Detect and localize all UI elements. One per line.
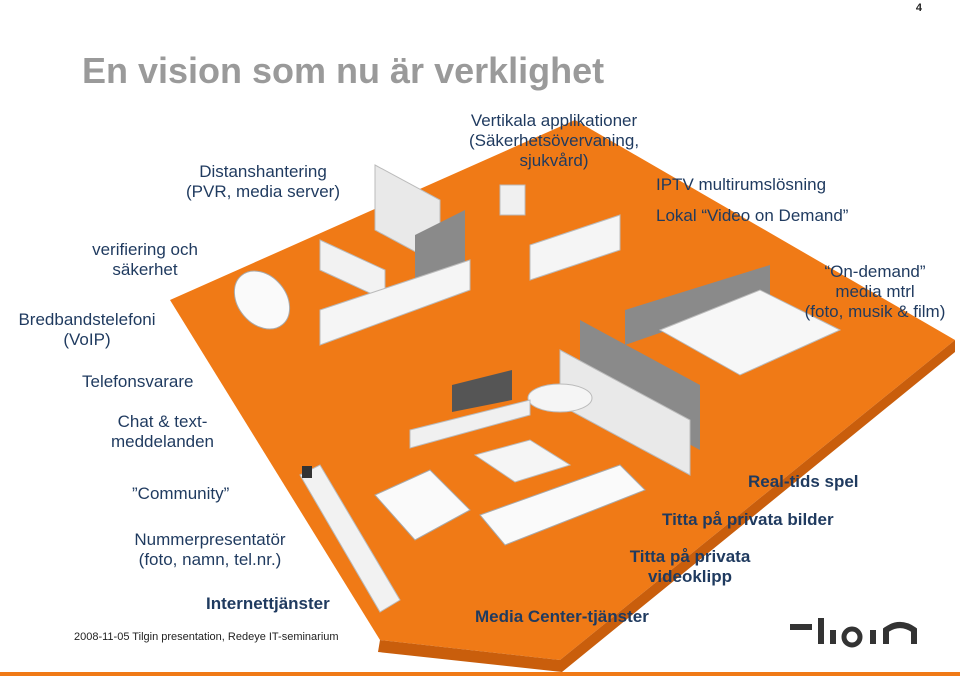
label-internettjanster: Internettjänster bbox=[206, 594, 330, 613]
label-vertikala: Vertikala applikationer (Säkerhetsöverva… bbox=[452, 111, 656, 171]
label-iptv: IPTV multirumslösning bbox=[656, 175, 827, 194]
label-videoklipp: Titta på privata videoklipp bbox=[610, 547, 770, 587]
label-lokal-video: Lokal “Video on Demand” bbox=[656, 206, 849, 225]
hallway-wall bbox=[299, 464, 401, 613]
label-realtids-spel: Real-tids spel bbox=[748, 472, 859, 491]
nummer-text: Nummerpresentatör bbox=[134, 530, 286, 549]
label-community: ”Community” bbox=[132, 484, 230, 503]
chat-sub-text: meddelanden bbox=[110, 432, 215, 451]
ondemand-sub-text: media mtrl bbox=[835, 282, 915, 301]
slide-title: En vision som nu är verklighet bbox=[82, 50, 605, 91]
label-verifiering: verifiering och säkerhet bbox=[70, 240, 220, 280]
bredband-text: Bredbandstelefoni bbox=[18, 310, 156, 329]
armchair bbox=[374, 469, 471, 541]
coffee-table bbox=[473, 439, 572, 483]
footer-text: 2008-11-05 Tilgin presentation, Redeye I… bbox=[74, 631, 339, 643]
label-ondemand: “On-demand” media mtrl (foto, musik & fi… bbox=[790, 262, 960, 322]
bed-headboard bbox=[625, 265, 770, 345]
vertikala-text: Vertikala applikationer bbox=[470, 111, 638, 130]
dining-table bbox=[233, 270, 291, 330]
chat-text: Chat & text- bbox=[117, 412, 208, 431]
verifiering-text: verifiering och bbox=[92, 240, 198, 259]
label-distanshantering: Distanshantering (PVR, media server) bbox=[178, 162, 348, 202]
label-chat: Chat & text- meddelanden bbox=[90, 412, 235, 452]
nummer-sub-text: (foto, namn, tel.nr.) bbox=[138, 550, 282, 569]
sofa bbox=[479, 464, 646, 546]
bed bbox=[658, 289, 842, 376]
desk bbox=[529, 214, 621, 281]
vertikala-sub2-text: sjukvård) bbox=[519, 151, 589, 170]
label-bredbandstelefoni: Bredbandstelefoni (VoIP) bbox=[2, 310, 172, 350]
television bbox=[452, 370, 512, 412]
cabinet bbox=[499, 184, 526, 216]
distanshantering-sub-text: (PVR, media server) bbox=[186, 182, 340, 201]
videoklipp-text: Titta på privata bbox=[629, 547, 751, 566]
videoklipp-sub-text: videoklipp bbox=[647, 567, 733, 586]
ondemand-text: “On-demand” bbox=[824, 262, 926, 281]
page-number: 4 bbox=[915, 2, 922, 14]
label-telefonsvarare: Telefonsvarare bbox=[82, 372, 194, 391]
bottom-rule bbox=[0, 672, 960, 676]
tv-bench bbox=[409, 399, 531, 449]
distanshantering-text: Distanshantering bbox=[199, 162, 327, 181]
vertikala-sub1-text: (Säkerhetsövervaning, bbox=[468, 131, 640, 150]
ondemand-sub2-text: (foto, musik & film) bbox=[804, 302, 946, 321]
label-privata-bilder: Titta på privata bilder bbox=[662, 510, 834, 529]
bredband-sub-text: (VoIP) bbox=[63, 330, 111, 349]
kitchen-counter bbox=[319, 259, 471, 346]
label-nummerpresentator: Nummerpresentatör (foto, namn, tel.nr.) bbox=[110, 530, 310, 570]
verifiering-sub-text: säkerhet bbox=[112, 260, 178, 279]
label-media-center: Media Center-tjänster bbox=[475, 607, 649, 626]
company-logo-icon bbox=[790, 616, 920, 666]
round-table bbox=[527, 383, 593, 413]
phone-device bbox=[302, 466, 312, 478]
